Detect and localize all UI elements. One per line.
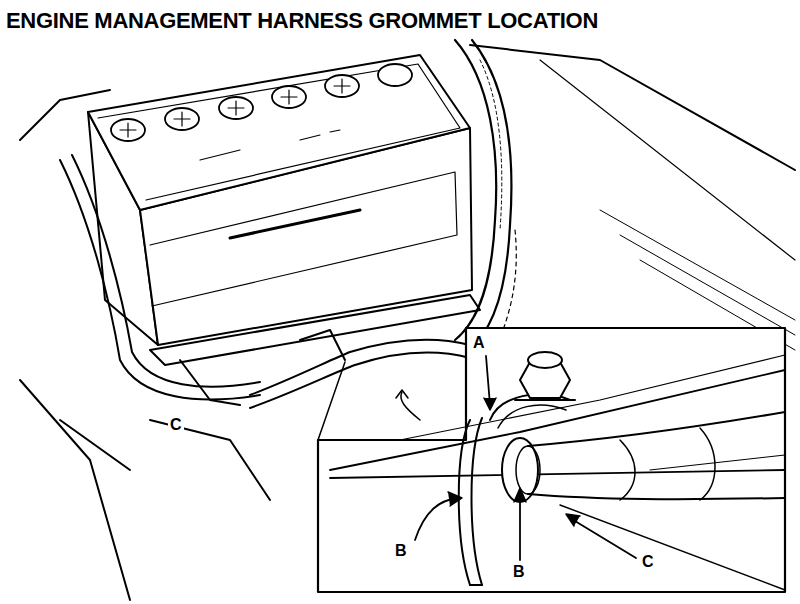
diagram-title: ENGINE MANAGEMENT HARNESS GROMMET LOCATI… [6,8,598,34]
callout-letter: B [393,542,409,560]
callout-letter: C [168,416,184,434]
callout-letter: A [471,334,487,352]
callout-letter: B [511,563,527,581]
callout-letter: C [640,553,656,571]
